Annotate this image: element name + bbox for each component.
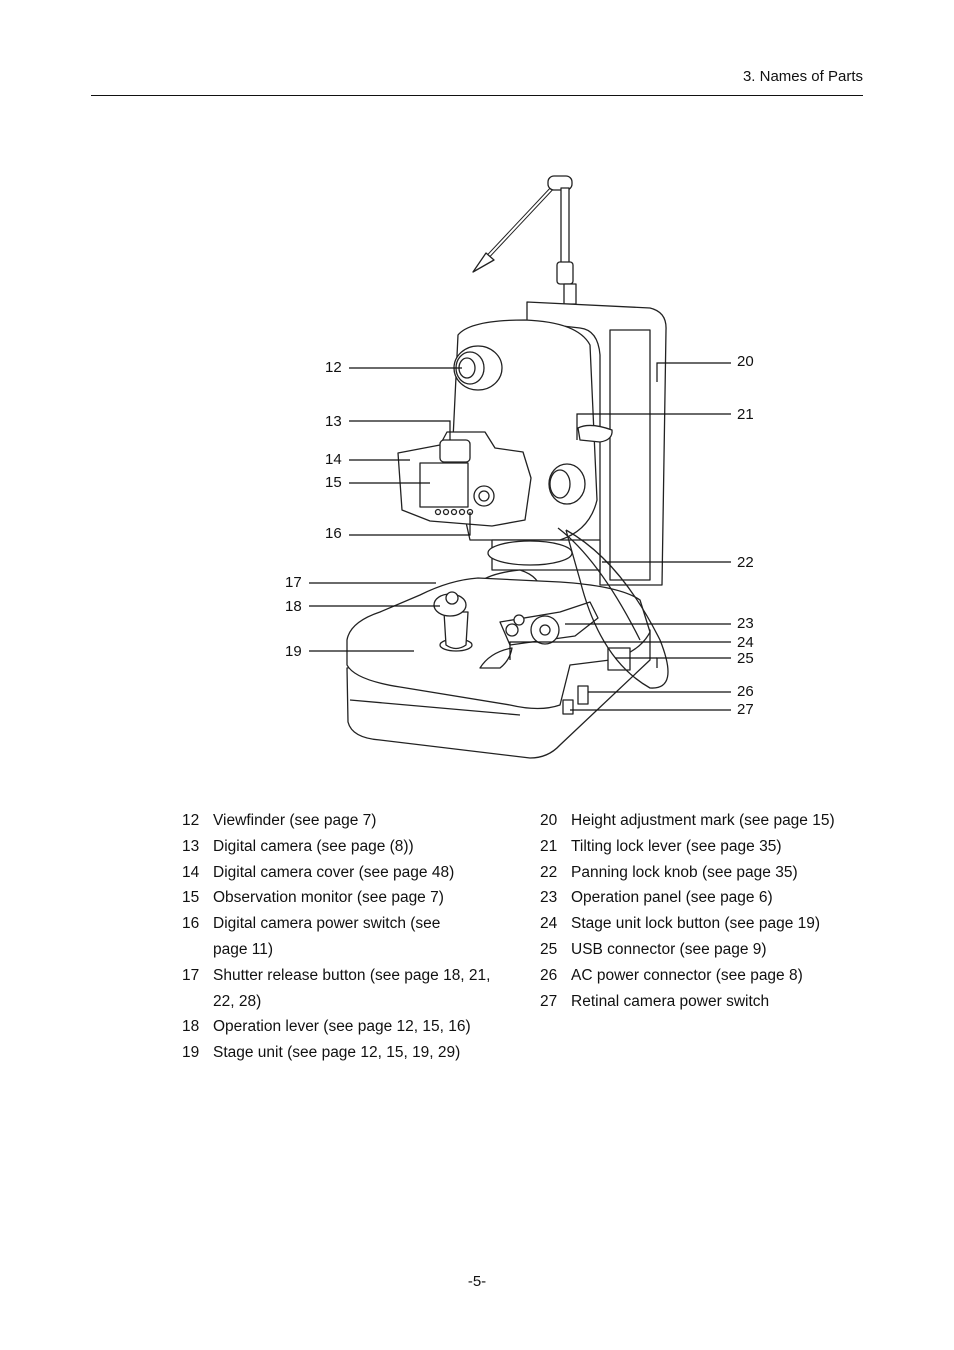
- callout-12: 12: [325, 359, 342, 376]
- callout-24: 24: [737, 634, 754, 651]
- legend-item-text: Height adjustment mark (see page 15): [571, 812, 835, 829]
- legend-item-number: 15: [182, 889, 200, 907]
- legend-item-text: Stage unit (see page 12, 15, 19, 29): [213, 1044, 461, 1062]
- legend-item-number: 21: [540, 837, 558, 855]
- legend-item-number: 14: [182, 863, 200, 881]
- legend-item: 23 Operation panel (see page 6): [540, 885, 870, 911]
- legend-item-number: 16: [182, 915, 200, 933]
- legend-item-text: Shutter release button (see page 18, 21,…: [213, 966, 491, 1010]
- legend-item-text: Stage unit lock button (see page 19): [571, 915, 821, 933]
- legend-item-number: 24: [540, 915, 558, 933]
- callout-21: 21: [737, 406, 754, 423]
- legend-item-text: Digital camera cover (see page 48): [213, 863, 455, 881]
- legend-item-number: 17: [182, 966, 200, 984]
- callout-13: 13: [325, 413, 342, 430]
- callout-16: 16: [325, 525, 342, 542]
- callout-25: 25: [737, 650, 754, 667]
- legend-item-number: 19: [182, 1044, 200, 1062]
- legend-item: 13 Digital camera (see page (8)): [182, 834, 527, 860]
- legend-item: 26 AC power connector (see page 8): [540, 963, 870, 989]
- parts-legend-right: 20 Height adjustment mark (see page 15) 2…: [540, 808, 870, 1014]
- legend-item: 21 Tilting lock lever (see page 35): [540, 834, 870, 860]
- legend-item: 27 Retinal camera power switch: [540, 989, 870, 1015]
- legend-item-text: Digital camera power switch (see page 11…: [213, 915, 441, 958]
- legend-item-number: 20: [540, 812, 558, 829]
- legend-item: 25 USB connector (see page 9): [540, 937, 870, 963]
- callout-27: 27: [737, 701, 754, 718]
- callout-23: 23: [737, 615, 754, 632]
- callout-26: 26: [737, 683, 754, 700]
- legend-item-number: 23: [540, 889, 558, 907]
- legend-item: 19 Stage unit (see page 12, 15, 19, 29): [182, 1040, 527, 1066]
- legend-item-number: 25: [540, 940, 558, 958]
- legend-item: 16 Digital camera power switch (see page …: [182, 911, 462, 963]
- legend-item-text: Tilting lock lever (see page 35): [571, 837, 782, 855]
- callout-14: 14: [325, 451, 342, 468]
- callout-17: 17: [285, 574, 302, 591]
- page-number: -5-: [467, 1273, 487, 1290]
- legend-item-number: 26: [540, 966, 558, 984]
- legend-item-number: 27: [540, 992, 558, 1010]
- legend-item-number: 13: [182, 837, 200, 855]
- legend-item: 18 Operation lever (see page 12, 15, 16): [182, 1014, 527, 1040]
- legend-item-text: AC power connector (see page 8): [571, 966, 803, 984]
- legend-item-number: 18: [182, 1018, 200, 1036]
- legend-item-text: Observation monitor (see page 7): [213, 889, 444, 907]
- legend-item-text: Viewfinder (see page 7): [213, 812, 377, 829]
- legend-item: 17 Shutter release button (see page 18, 2…: [182, 963, 512, 1015]
- callout-20: 20: [737, 353, 754, 370]
- callout-19: 19: [285, 643, 302, 660]
- callout-18: 18: [285, 598, 302, 615]
- legend-item-text: Digital camera (see page (8)): [213, 837, 414, 855]
- callout-15: 15: [325, 474, 342, 491]
- retinal-camera-illustration: [309, 175, 731, 759]
- legend-item: 22 Panning lock knob (see page 35): [540, 860, 870, 886]
- callout-22: 22: [737, 554, 754, 571]
- legend-item: 24 Stage unit lock button (see page 19): [540, 911, 870, 937]
- section-title: 3. Names of Parts: [742, 68, 863, 85]
- legend-item: 12 Viewfinder (see page 7): [182, 808, 527, 834]
- legend-item-number: 22: [540, 863, 558, 881]
- legend-item: 20 Height adjustment mark (see page 15): [540, 808, 870, 834]
- header-rule: [91, 95, 863, 96]
- legend-item: 15 Observation monitor (see page 7): [182, 885, 527, 911]
- legend-item-text: Operation panel (see page 6): [571, 889, 773, 907]
- legend-item-text: Operation lever (see page 12, 15, 16): [213, 1018, 471, 1036]
- legend-item: 14 Digital camera cover (see page 48): [182, 860, 527, 886]
- legend-item-text: Panning lock knob (see page 35): [571, 863, 798, 881]
- legend-item-number: 12: [182, 812, 200, 829]
- legend-item-text: USB connector (see page 9): [571, 940, 767, 958]
- legend-item-text: Retinal camera power switch: [571, 992, 770, 1010]
